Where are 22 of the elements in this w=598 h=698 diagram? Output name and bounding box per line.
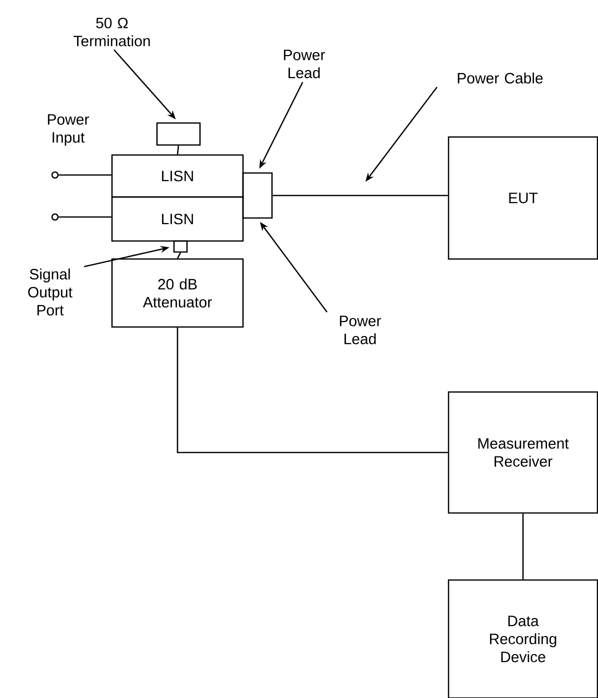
- connecting-line: [272, 194, 448, 196]
- connecting-line: [58, 216, 112, 218]
- lead-label: Power Lead: [340, 316, 381, 344]
- lead-label: Power Lead: [284, 50, 325, 78]
- receiver-box: Measurement Receiver: [448, 391, 598, 514]
- port-label: Signal Output Port: [28, 268, 72, 316]
- termination-box: [156, 122, 201, 146]
- termination-label: 50 Ω Termination: [74, 18, 150, 46]
- connector-box: [242, 172, 273, 219]
- connecting-line: [176, 252, 182, 259]
- eut-box: EUT: [448, 136, 598, 260]
- cable-label: Power Cable: [458, 72, 543, 84]
- port-box: [173, 240, 188, 253]
- lisn-box: LISN: [111, 154, 244, 198]
- lisn-box: LISN: [111, 196, 244, 242]
- connecting-line: [176, 328, 448, 454]
- attenuator-box: 20 dB Attenuator: [111, 258, 244, 328]
- connecting-line: [58, 174, 112, 176]
- connecting-line: [522, 514, 524, 580]
- connecting-line: [176, 146, 180, 154]
- text-label: Power Input: [48, 114, 89, 146]
- recorder-box: Data Recording Device: [448, 579, 598, 698]
